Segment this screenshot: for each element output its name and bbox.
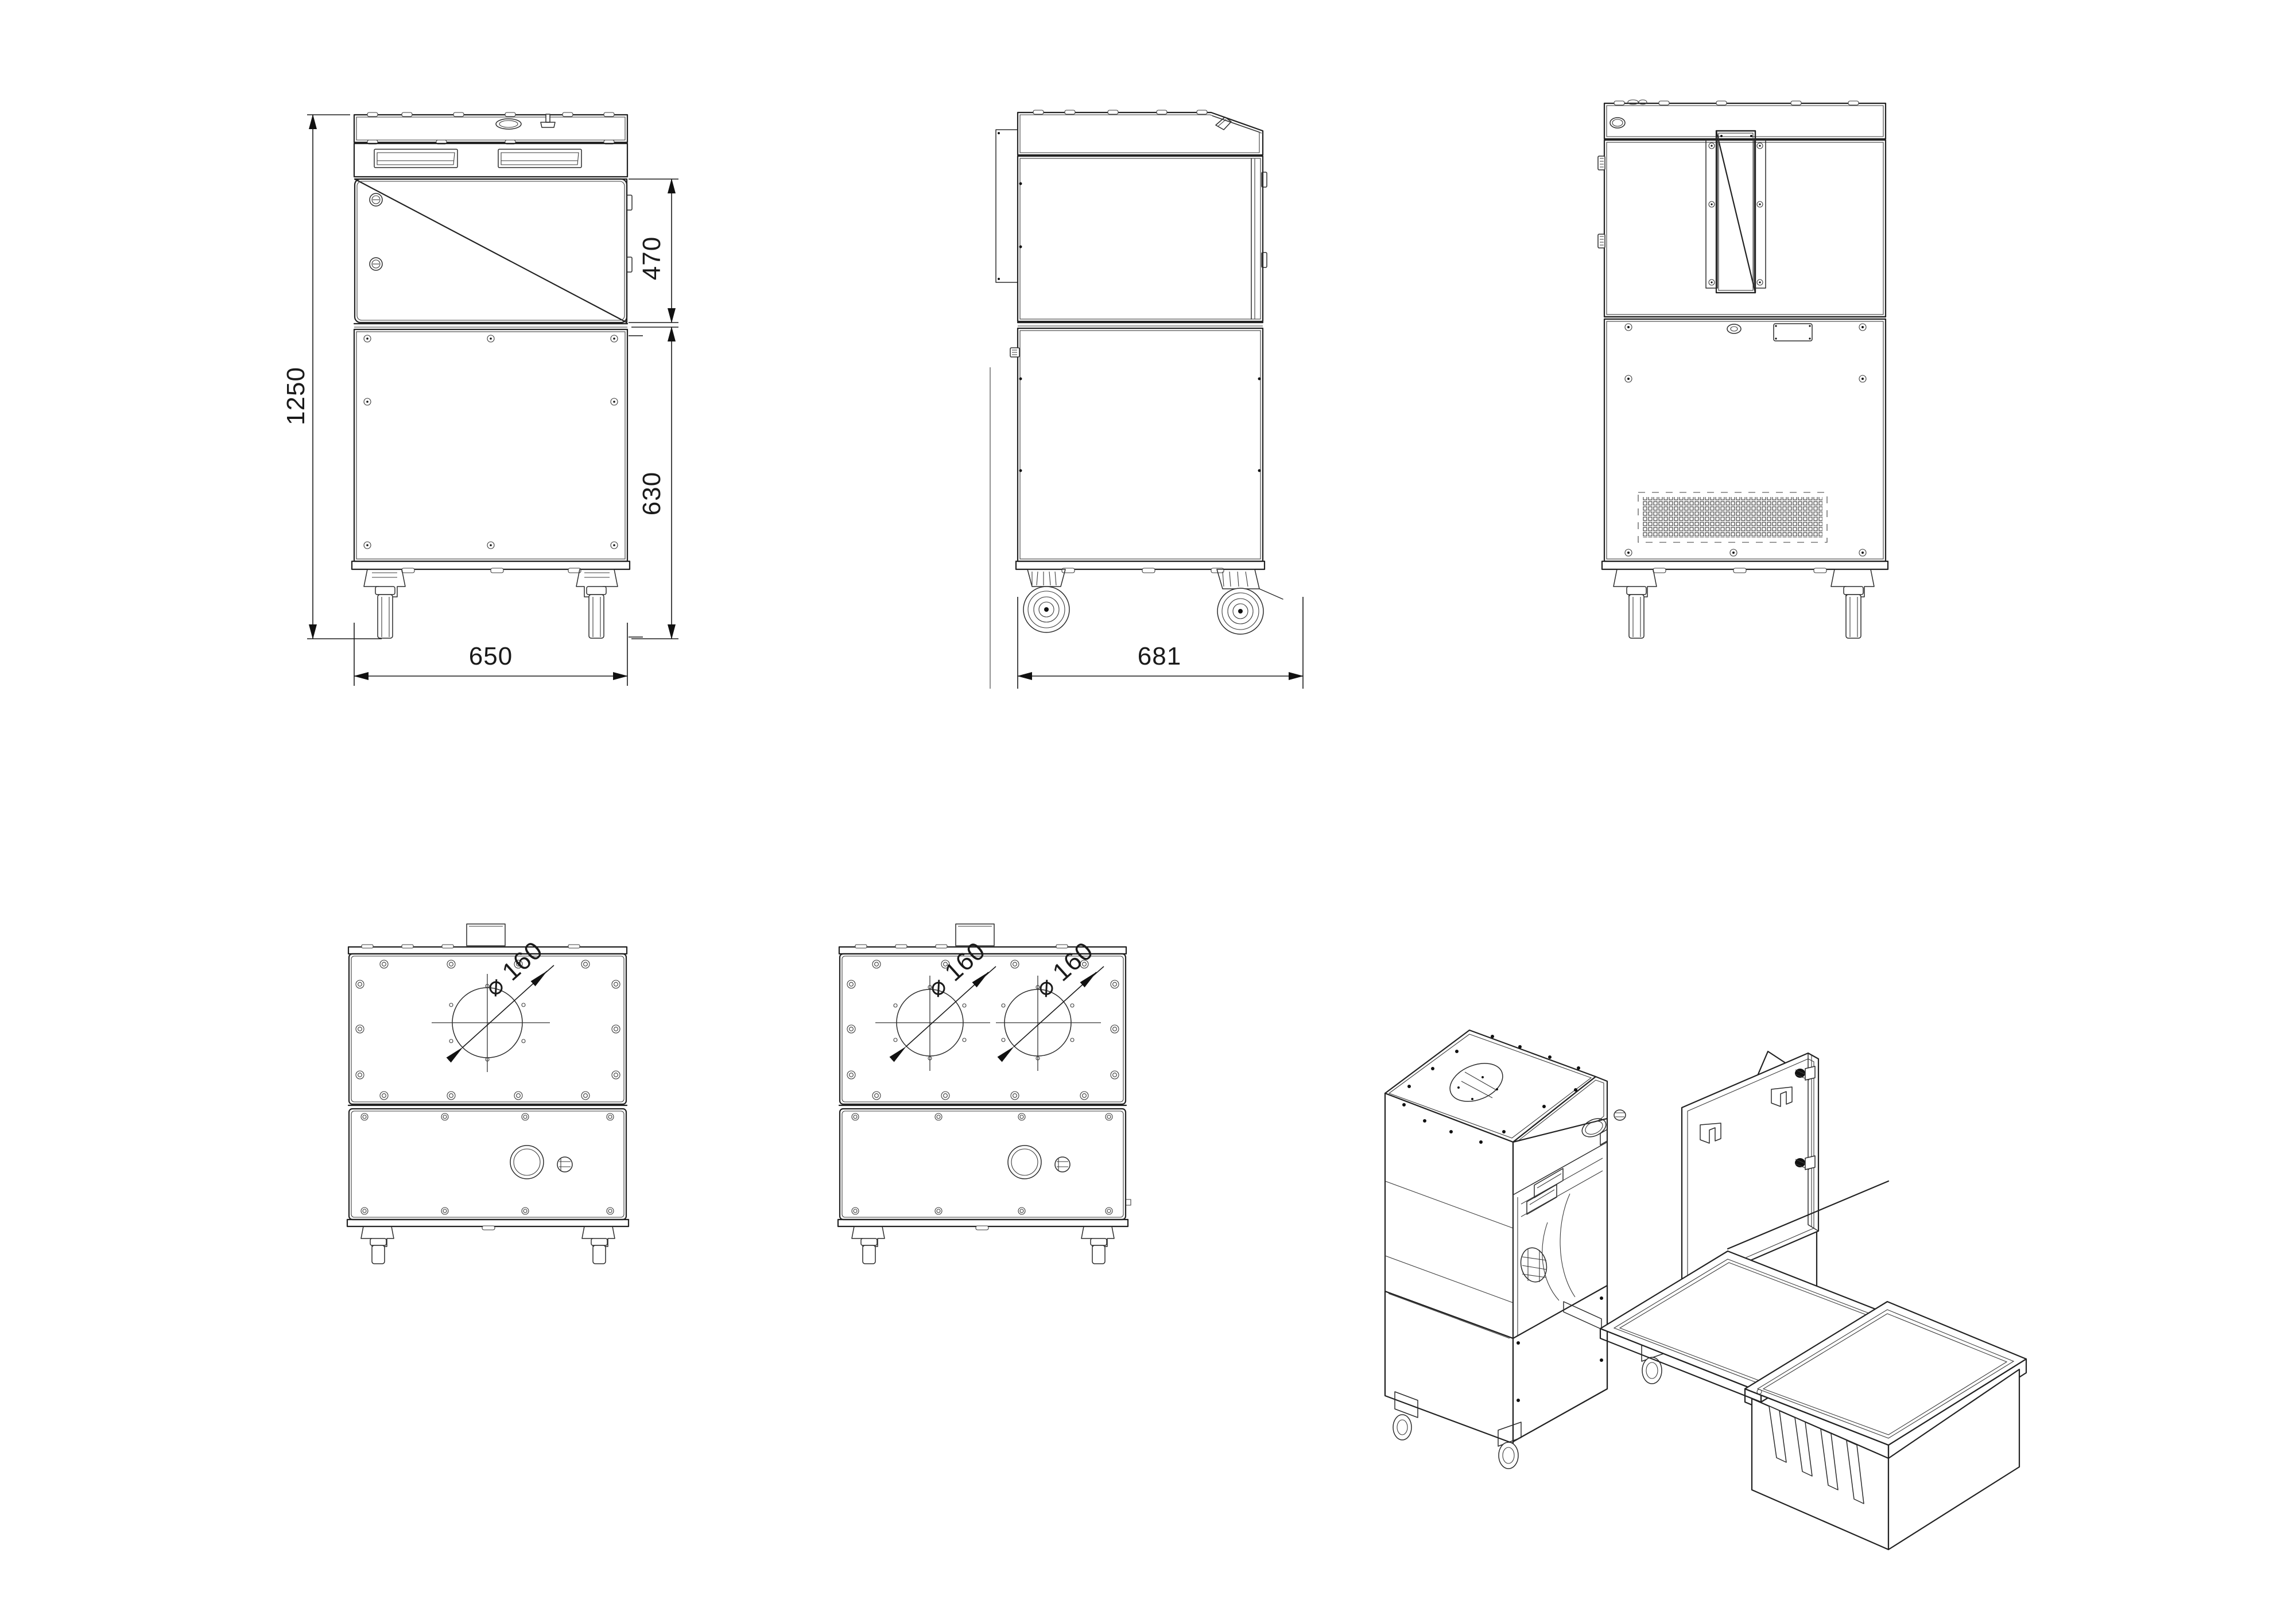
rear-duct-flanges [1705,139,1766,289]
front-lid-tabs [367,112,615,145]
front-base-plinth [351,560,631,573]
rear-view [1597,99,1889,639]
side-hood-tabs [1033,110,1208,115]
isometric-view [1384,1029,2027,1551]
iso-door-bracket-upper [1771,1086,1793,1107]
tv2-caster-left [851,1226,885,1264]
rear-hinges [1597,156,1605,249]
rear-lower-screws [1624,323,1867,557]
iso-door-bracket-lower [1700,1123,1721,1144]
tv1-lower-band [347,1104,628,1221]
top-view-single-port: ⌀ 160 [346,923,630,1264]
tv2-knob-icon [1054,1156,1071,1172]
dimension-lower-height: 630 [631,327,678,639]
side-base-plinth [1015,560,1266,573]
iso-cabinet [1384,1029,1665,1469]
side-caster-right [1216,569,1283,635]
side-hood [1017,110,1264,156]
front-midsection-rail [353,323,629,328]
iso-louvre-lower [1526,1184,1557,1215]
tv2-lower-band [838,1104,1131,1221]
tv1-diameter-leader: ⌀ 160 [446,936,554,1063]
iso-collection-bin [1744,1300,2027,1551]
tv2-top-panel: ⌀ 160 ⌀ 160 [838,937,1127,1105]
dimension-overall-height: 1250 [282,114,382,639]
tv1-caster-right [581,1226,615,1264]
iso-lower-screws [1517,1296,1603,1402]
tv2-diameter-leader-right: ⌀ 160 [997,937,1104,1062]
iso-door-panel [1681,1050,1820,1301]
dim-label-470: 470 [638,236,666,280]
rear-nameplate [1773,323,1813,341]
rear-cable-gland-icon [1727,324,1742,334]
dim-label-1250: 1250 [282,367,310,425]
rear-caster-right [1830,569,1875,639]
dimension-upper-height: 470 [629,178,678,323]
dim-label-681: 681 [1138,642,1181,670]
front-door-latches [369,193,383,271]
rear-duct-channel [1715,130,1756,294]
front-upper-door [354,178,633,324]
side-view: 681 [990,110,1304,689]
tv1-knob-icon [557,1156,573,1172]
iso-inlet-port [1449,1063,1503,1102]
dim-label-650: 650 [469,642,513,670]
side-rear-panel [995,129,1018,283]
front-louvre-left [374,149,458,168]
tv1-outlet-port-icon [510,1145,544,1179]
iso-slope-port-icon [1581,1118,1607,1137]
dimension-overall-depth: 681 [1017,597,1304,689]
front-view: 1250 470 630 650 [282,112,678,686]
tv1-base [346,1218,630,1264]
tv1-handle-icon [466,923,506,946]
top-view-dual-port: ⌀ 160 ⌀ 160 [837,923,1131,1264]
iso-caster-mid [1498,1422,1522,1469]
front-door-hinges [626,195,633,273]
tv1-screws [355,960,620,1100]
dim-label-630: 630 [638,472,666,515]
front-lower-body [353,328,629,562]
front-lower-screws [363,335,618,549]
rear-lower-body [1603,318,1887,562]
iso-door-latch-top [1795,1066,1816,1081]
tv2-outlet-port-icon [1007,1145,1042,1179]
tv2-screws [847,960,1119,1100]
iso-top-screws [1402,1035,1580,1144]
rear-vent-grille [1638,492,1828,543]
iso-caster-front-left [1393,1391,1418,1440]
side-upper-door [1017,155,1267,323]
side-latch-icon [1010,347,1020,358]
side-lower-body [1010,327,1264,562]
rear-top-tabs [1614,99,1859,106]
rear-top-band [1603,99,1887,140]
front-caster-right [576,569,618,639]
tv2-diameter-leader-left: ⌀ 160 [889,937,996,1062]
front-lid-knob-icon [540,114,556,128]
tv2-base [837,1218,1129,1264]
front-top-lid [353,112,629,145]
rear-base-plinth [1601,560,1889,573]
tv1-caster-left [360,1226,394,1264]
iso-bin-notches [1768,1405,1864,1504]
side-caster-left [1023,569,1070,633]
tv2-handle-icon [955,923,995,946]
front-lid-port-icon [495,118,522,130]
dimension-overall-width: 650 [354,623,628,686]
rear-caster-left [1613,569,1657,639]
iso-slope-knob-icon [1614,1109,1626,1121]
tv2-lower-screws [851,1113,1113,1215]
tv1-top-panel: ⌀ 160 [347,936,628,1105]
tv2-caster-right [1081,1226,1115,1264]
front-louvre-band [353,142,629,178]
tv1-lower-screws [360,1113,614,1215]
front-louvre-right [498,149,582,168]
front-caster-left [363,569,406,639]
iso-door-latch-bottom [1795,1155,1816,1170]
